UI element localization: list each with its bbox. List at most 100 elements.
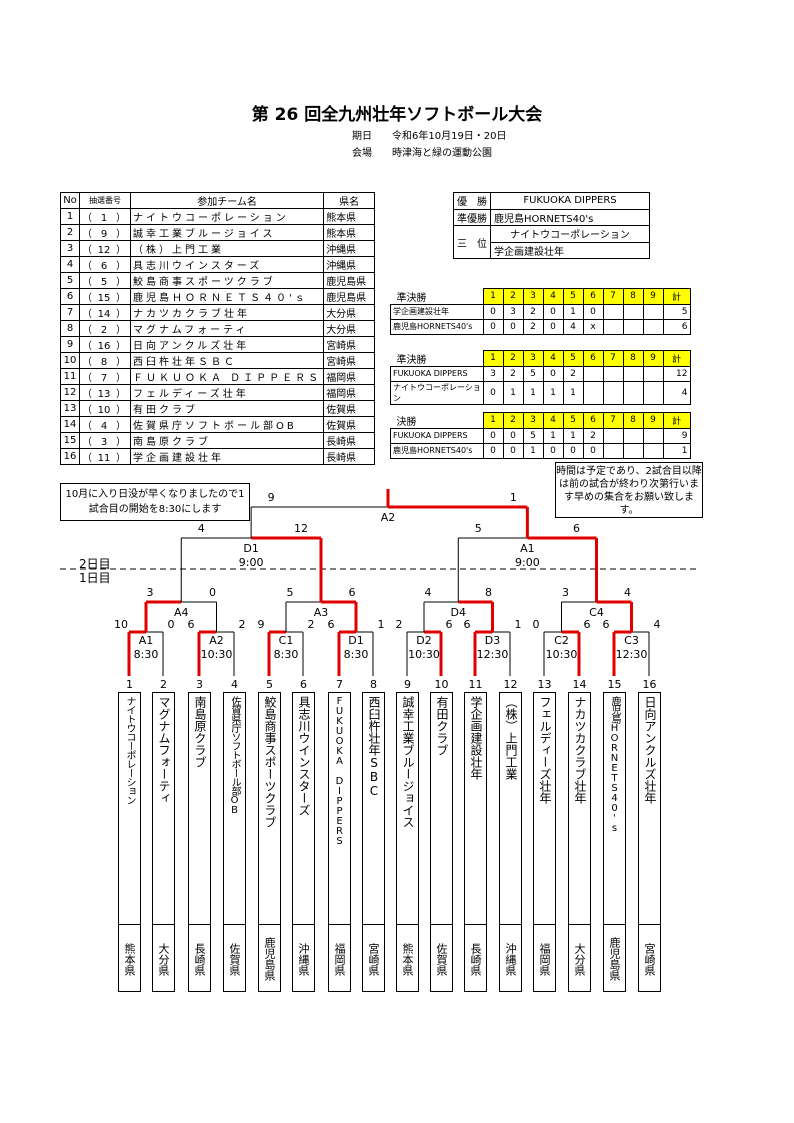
bracket-team-name: 南島原クラブ bbox=[193, 696, 207, 768]
match-score-right: 2 bbox=[308, 618, 315, 631]
team-draw: （5） bbox=[79, 272, 131, 289]
score-team: ナイトウコーポレーション bbox=[390, 380, 484, 405]
match-time: 10:30 bbox=[201, 648, 233, 661]
inning-header: 6 bbox=[582, 350, 604, 367]
notice-start-time: 10月に入り日没が早くなりましたので1試合目の開始を8:30にします bbox=[60, 483, 250, 521]
match-score-right: 6 bbox=[584, 618, 591, 631]
bracket-team-pref: 鹿児島県 bbox=[604, 924, 625, 991]
match-score-left: 10 bbox=[114, 618, 128, 631]
match-label: A1 bbox=[520, 542, 535, 555]
team-draw-number: 3 bbox=[100, 437, 108, 448]
team-draw-number: 6 bbox=[100, 261, 108, 272]
event-venue: 時津海と緑の運動公園 bbox=[392, 148, 492, 159]
bracket-team-name: 有田クラブ bbox=[435, 696, 449, 756]
bracket-team-pref: 佐賀県 bbox=[224, 924, 245, 991]
team-pref: 長崎県 bbox=[323, 448, 376, 465]
third-team-2: 学企画建設壮年 bbox=[490, 241, 650, 259]
match-score-left: 4 bbox=[198, 522, 205, 535]
match-score-right: 1 bbox=[378, 618, 385, 631]
inning-header: 8 bbox=[622, 350, 644, 367]
score-label: 決勝 bbox=[396, 416, 417, 428]
bracket-team: 南島原クラブ長崎県 bbox=[188, 692, 211, 992]
match-score-left: 4 bbox=[425, 586, 432, 599]
match-time: 8:30 bbox=[344, 648, 369, 661]
inning-header: 2 bbox=[502, 412, 524, 429]
inning-header: 3 bbox=[522, 412, 544, 429]
match-score-left: 6 bbox=[188, 618, 195, 631]
bracket-team-pref: 沖縄県 bbox=[293, 924, 314, 991]
team-row: 2（9）誠幸工業ブルージョイス熊本県 bbox=[60, 224, 376, 241]
match-time: 9:00 bbox=[239, 556, 264, 569]
match-score-right: 6 bbox=[349, 586, 356, 599]
match-score-left: 2 bbox=[396, 618, 403, 631]
bracket-team: 西臼杵壮年SBC 宮崎県 bbox=[362, 692, 385, 992]
inning-header: 8 bbox=[622, 288, 644, 305]
bracket-team: 鮫島商事スポーツクラブ鹿児島県 bbox=[258, 692, 281, 992]
match-score-right: 1 bbox=[515, 618, 522, 631]
match-score-right: 12 bbox=[294, 522, 308, 535]
team-draw-number: 12 bbox=[97, 245, 111, 256]
bracket-team: （株）上門工業沖縄県 bbox=[499, 692, 522, 992]
match-label: A4 bbox=[174, 606, 189, 619]
match-score-left: 0 bbox=[533, 618, 540, 631]
bracket-slot-number: 2 bbox=[160, 678, 167, 691]
day2-label: 2日目 bbox=[79, 557, 111, 571]
score-total: 4 bbox=[662, 380, 691, 405]
bracket-slot-number: 7 bbox=[336, 678, 343, 691]
score-label: 準決勝 bbox=[396, 354, 427, 366]
bracket-slot-number: 16 bbox=[642, 678, 657, 691]
match-time: 8:30 bbox=[274, 648, 299, 661]
match-score-left: 6 bbox=[603, 618, 610, 631]
final-label: A2 bbox=[381, 511, 396, 524]
bracket-team: 学企画建設壮年長崎県 bbox=[464, 692, 487, 992]
bracket-slot-number: 10 bbox=[434, 678, 449, 691]
bracket-team-pref: 宮崎県 bbox=[639, 924, 660, 991]
team-draw-number: 15 bbox=[97, 293, 111, 304]
match-score-right: 4 bbox=[624, 586, 631, 599]
team-draw-number: 11 bbox=[97, 453, 111, 464]
bracket-team-name: （株）上門工業 bbox=[504, 696, 518, 780]
match-time: 9:00 bbox=[515, 556, 540, 569]
match-score-left: 9 bbox=[258, 618, 265, 631]
bracket-team-pref: 宮崎県 bbox=[363, 924, 384, 991]
team-row: 3（12）（株）上門工業沖縄県 bbox=[60, 240, 376, 257]
team-draw-number: 2 bbox=[100, 325, 108, 336]
match-label: C3 bbox=[624, 634, 639, 647]
match-label: A2 bbox=[209, 634, 224, 647]
match-score-left: 6 bbox=[464, 618, 471, 631]
bracket-team-pref: 福岡県 bbox=[534, 924, 555, 991]
inning-score: 0 bbox=[502, 442, 524, 459]
bracket-slot-number: 3 bbox=[196, 678, 203, 691]
match-label: D2 bbox=[416, 634, 431, 647]
match-score-left: 3 bbox=[562, 586, 569, 599]
inning-header: 6 bbox=[582, 412, 604, 429]
day1-label: 1日目 bbox=[79, 571, 111, 585]
match-score-left: 5 bbox=[475, 522, 482, 535]
bracket-team-name: 日向アンクルズ壮年 bbox=[643, 696, 657, 804]
team-draw: （11） bbox=[79, 448, 131, 465]
team-draw-number: 10 bbox=[97, 405, 111, 416]
bracket-team-name: ナカツカクラブ壮年 bbox=[573, 696, 587, 804]
final-score-left: 9 bbox=[268, 491, 275, 504]
match-score-left: 6 bbox=[328, 618, 335, 631]
bracket-slot-number: 5 bbox=[266, 678, 273, 691]
inning-score: 0 bbox=[542, 442, 564, 459]
bracket-slot-number: 13 bbox=[537, 678, 552, 691]
team-draw-number: 16 bbox=[97, 341, 111, 352]
team-draw-number: 7 bbox=[100, 373, 108, 384]
score-total: 1 bbox=[662, 442, 691, 459]
match-score-right: 6 bbox=[573, 522, 580, 535]
inning-score: x bbox=[582, 318, 604, 335]
bracket-slot-number: 12 bbox=[503, 678, 518, 691]
bracket-team: ナイトウコーポレーション熊本県 bbox=[118, 692, 141, 992]
bracket-team: 有田クラブ佐賀県 bbox=[430, 692, 453, 992]
bracket-team-name: 西臼杵壮年SBC bbox=[367, 696, 381, 798]
team-draw: （6） bbox=[79, 256, 131, 273]
